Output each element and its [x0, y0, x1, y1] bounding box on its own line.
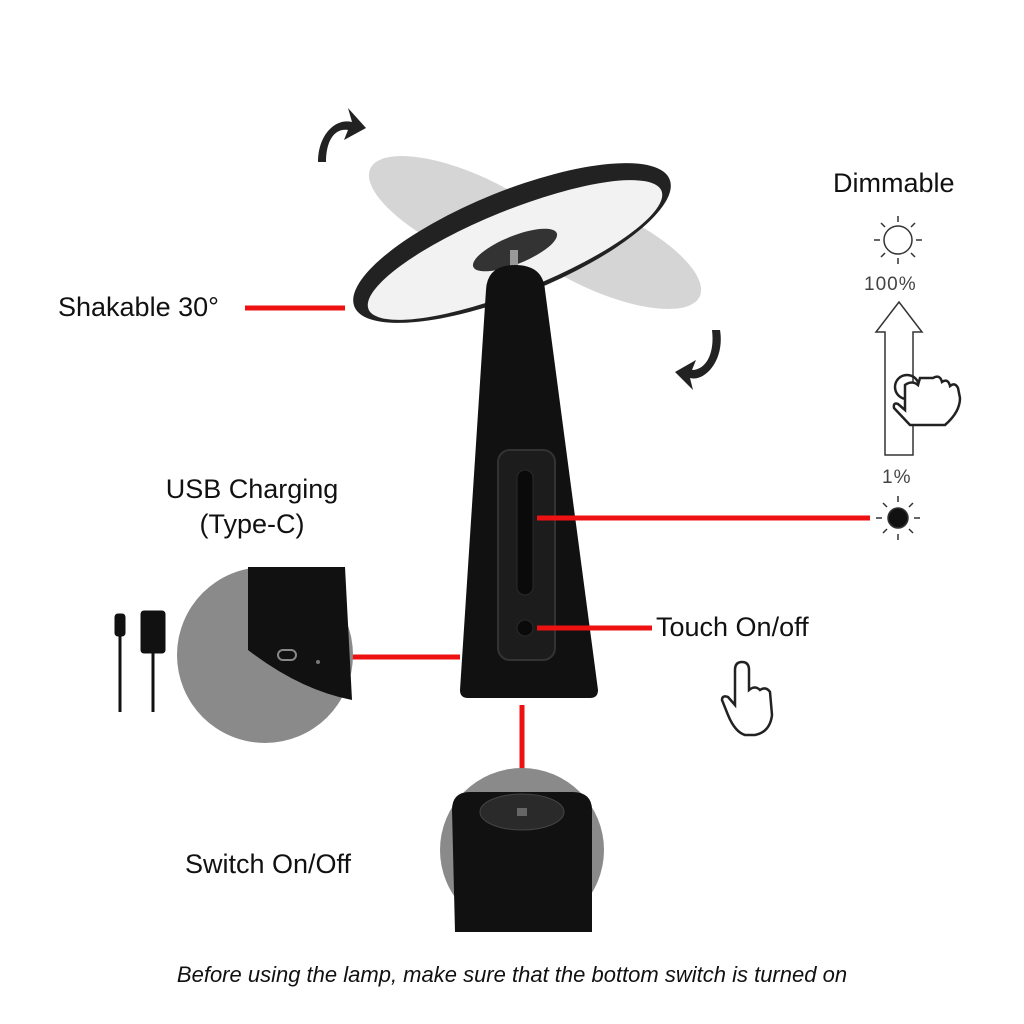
footer-note: Before using the lamp, make sure that th…	[176, 962, 848, 987]
sun-dim-icon	[876, 496, 920, 540]
touch-hand-icon	[720, 660, 774, 737]
switch-inset	[440, 768, 604, 932]
rotate-arrow-icon	[318, 108, 366, 162]
sun-bright-icon	[874, 216, 922, 264]
touch-hand-icon	[892, 373, 962, 427]
max-brightness-label: 100%	[864, 274, 917, 295]
usb-charging-label: USB Charging	[165, 474, 339, 504]
switch-label: Switch On/Off	[185, 849, 352, 879]
dimmable-label: Dimmable	[833, 168, 955, 198]
usb-cable-icon	[114, 610, 166, 712]
usb-port-inset	[177, 567, 353, 743]
touch-label: Touch On/off	[656, 612, 809, 642]
shakable-label: Shakable 30°	[58, 292, 219, 322]
lamp-head	[353, 163, 671, 323]
min-brightness-label: 1%	[882, 467, 912, 488]
rotate-arrow-icon	[675, 330, 721, 390]
usb-type-label: (Type-C)	[199, 509, 305, 539]
